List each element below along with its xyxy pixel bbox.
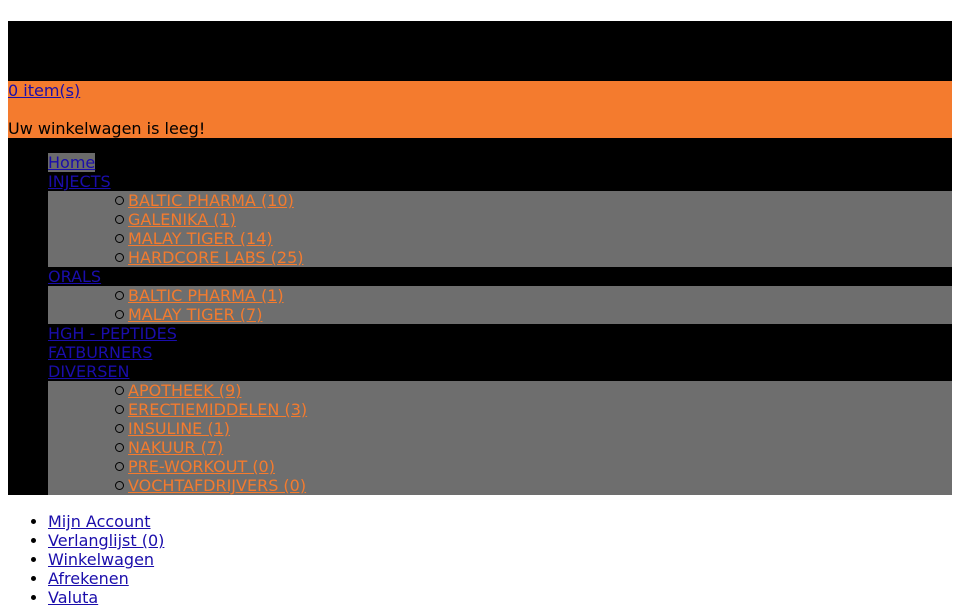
cart-items-link[interactable]: 0 item(s): [8, 81, 81, 100]
submenu-item: BALTIC PHARMA (1): [88, 286, 952, 305]
menu-item-orals: ORALS BALTIC PHARMA (1) MALAY TIGER (7): [48, 267, 952, 324]
account-link-item: Valuta: [48, 588, 164, 607]
main-menu-list: Home INJECTS BALTIC PHARMA (10) GALENIKA…: [8, 153, 952, 495]
cart-empty-message: Uw winkelwagen is leeg!: [8, 119, 206, 138]
menu-link-injects[interactable]: INJECTS: [48, 172, 111, 191]
submenu-link-malay-tiger[interactable]: MALAY TIGER (14): [128, 229, 273, 248]
submenu-link-galenika[interactable]: GALENIKA (1): [128, 210, 236, 229]
submenu-item: VOCHTAFDRIJVERS (0): [88, 476, 952, 495]
submenu-link-insuline[interactable]: INSULINE (1): [128, 419, 231, 438]
menu-link-diversen[interactable]: DIVERSEN: [48, 362, 130, 381]
submenu-link-baltic-pharma[interactable]: BALTIC PHARMA (10): [128, 191, 294, 210]
menu-item-diversen: DIVERSEN APOTHEEK (9) ERECTIEMIDDELEN (3…: [48, 362, 952, 495]
submenu-link-pre-workout[interactable]: PRE-WORKOUT (0): [128, 457, 275, 476]
submenu-link-apotheek[interactable]: APOTHEEK (9): [128, 381, 242, 400]
checkout-link[interactable]: Afrekenen: [48, 569, 129, 588]
submenu-item: INSULINE (1): [88, 419, 952, 438]
menu-item-hgh-peptides: HGH - PEPTIDES: [48, 324, 952, 343]
menu-link-hgh-peptides[interactable]: HGH - PEPTIDES: [48, 324, 177, 343]
account-link-item: Verlanglijst (0): [48, 531, 164, 550]
submenu-link-baltic-pharma[interactable]: BALTIC PHARMA (1): [128, 286, 284, 305]
main-menu: Home INJECTS BALTIC PHARMA (10) GALENIKA…: [8, 138, 952, 495]
my-account-link[interactable]: Mijn Account: [48, 512, 151, 531]
menu-item-home: Home: [48, 153, 952, 172]
cart-box: 0 item(s) Uw winkelwagen is leeg!: [8, 81, 952, 138]
submenu-injects: BALTIC PHARMA (10) GALENIKA (1) MALAY TI…: [48, 191, 952, 267]
submenu-link-hardcore-labs[interactable]: HARDCORE LABS (25): [128, 248, 304, 267]
shopping-cart-link[interactable]: Winkelwagen: [48, 550, 155, 569]
menu-link-home[interactable]: Home: [48, 153, 96, 172]
account-link-item: Winkelwagen: [48, 550, 164, 569]
currency-link[interactable]: Valuta: [48, 588, 99, 607]
submenu-item: APOTHEEK (9): [88, 381, 952, 400]
submenu-item: BALTIC PHARMA (10): [88, 191, 952, 210]
submenu-link-nakuur[interactable]: NAKUUR (7): [128, 438, 224, 457]
menu-item-injects: INJECTS BALTIC PHARMA (10) GALENIKA (1) …: [48, 172, 952, 267]
submenu-link-malay-tiger[interactable]: MALAY TIGER (7): [128, 305, 263, 324]
menu-item-fatburners: FATBURNERS: [48, 343, 952, 362]
submenu-item: PRE-WORKOUT (0): [88, 457, 952, 476]
submenu-orals: BALTIC PHARMA (1) MALAY TIGER (7): [48, 286, 952, 324]
submenu-item: MALAY TIGER (14): [88, 229, 952, 248]
submenu-diversen: APOTHEEK (9) ERECTIEMIDDELEN (3) INSULIN…: [48, 381, 952, 495]
account-link-item: Mijn Account: [48, 512, 164, 531]
header-bar: [8, 21, 952, 81]
account-links: Mijn Account Verlanglijst (0) Winkelwage…: [48, 512, 164, 607]
submenu-link-erectiemiddelen[interactable]: ERECTIEMIDDELEN (3): [128, 400, 308, 419]
submenu-link-vochtafdrijvers[interactable]: VOCHTAFDRIJVERS (0): [128, 476, 307, 495]
account-link-item: Afrekenen: [48, 569, 164, 588]
wishlist-link[interactable]: Verlanglijst (0): [48, 531, 165, 550]
submenu-item: GALENIKA (1): [88, 210, 952, 229]
menu-link-fatburners[interactable]: FATBURNERS: [48, 343, 153, 362]
menu-link-orals[interactable]: ORALS: [48, 267, 102, 286]
submenu-item: NAKUUR (7): [88, 438, 952, 457]
submenu-item: ERECTIEMIDDELEN (3): [88, 400, 952, 419]
page-wrapper: 0 item(s) Uw winkelwagen is leeg! Home I…: [8, 21, 952, 495]
submenu-item: HARDCORE LABS (25): [88, 248, 952, 267]
submenu-item: MALAY TIGER (7): [88, 305, 952, 324]
